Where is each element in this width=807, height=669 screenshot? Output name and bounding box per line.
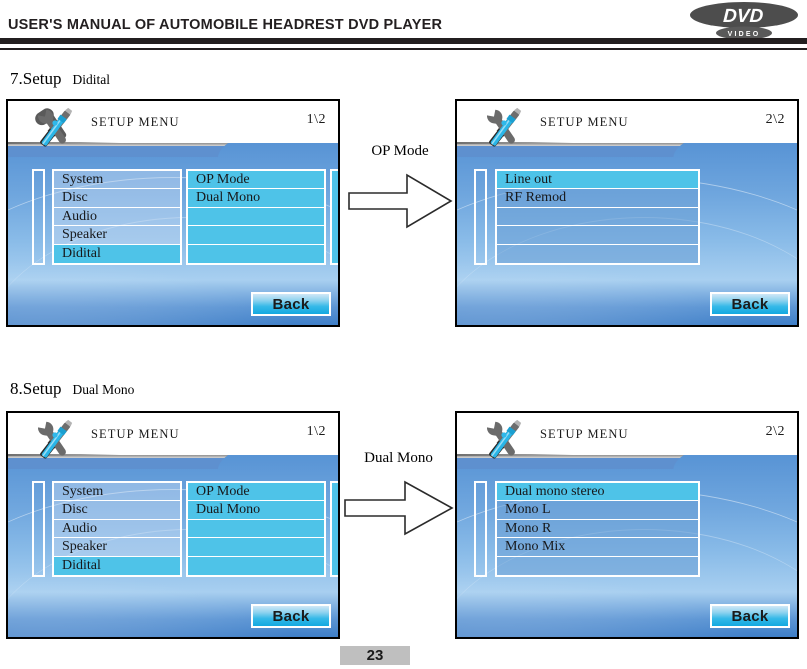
section-step-label: 7.Setup: [10, 69, 62, 88]
osd-swoosh: [457, 131, 797, 157]
list-item[interactable]: [188, 556, 324, 575]
list-item-selected[interactable]: Didital: [54, 556, 180, 575]
osd-page-indicator: 1\2: [306, 424, 326, 439]
tools-icon: [471, 416, 537, 464]
list-item[interactable]: Speaker: [54, 538, 180, 557]
osd-screen-dual-mono-options: SETUP MENU 2\2 Dual mono stereo Mono L M…: [455, 411, 799, 639]
menu-column-categories: System Disc Audio Speaker Didital: [52, 169, 182, 265]
back-button[interactable]: Back: [251, 604, 331, 628]
list-item[interactable]: Audio: [54, 519, 180, 539]
tools-icon: [471, 104, 537, 152]
scrollbar-left[interactable]: [32, 481, 45, 577]
flow-transition-op-mode: OP Mode: [345, 143, 455, 238]
section-step-label: 8.Setup: [10, 379, 62, 398]
menu-area: System Disc Audio Speaker Didital OP Mod…: [8, 481, 338, 601]
section-step-sub: Didital: [72, 72, 110, 87]
flow-label: Dual Mono: [364, 450, 433, 466]
osd-page-indicator: 2\2: [765, 424, 785, 439]
menu-area: System Disc Audio Speaker Didital OP Mod…: [8, 169, 338, 289]
menu-column-options: Line out RF Remod: [495, 169, 700, 265]
section-heading-7: 7.Setup Didital: [10, 69, 110, 89]
page-header: USER'S MANUAL OF AUTOMOBILE HEADREST DVD…: [0, 0, 807, 56]
tools-icon: [22, 416, 88, 464]
list-item-selected[interactable]: Line out: [497, 171, 698, 190]
list-item[interactable]: [497, 244, 698, 263]
osd-title: SETUP MENU: [540, 427, 629, 441]
dvd-video-logo: DVD VIDEO: [689, 1, 799, 41]
list-item[interactable]: Disc: [54, 501, 180, 520]
svg-text:VIDEO: VIDEO: [728, 31, 761, 38]
osd-page-indicator: 1\2: [306, 112, 326, 127]
osd-swoosh: [457, 443, 797, 469]
menu-column-options: OP Mode Dual Mono: [186, 169, 326, 265]
list-item-selected[interactable]: Didital: [54, 244, 180, 263]
page-title: USER'S MANUAL OF AUTOMOBILE HEADREST DVD…: [8, 17, 443, 33]
list-item[interactable]: System: [54, 483, 180, 502]
list-item[interactable]: Mono Mix: [497, 538, 698, 557]
back-button[interactable]: Back: [710, 292, 790, 316]
osd-swoosh-line: [8, 142, 338, 144]
list-item[interactable]: OP Mode: [188, 171, 324, 190]
osd-screen-setup-menu-page1-b: SETUP MENU 1\2 System Disc Audio Speaker…: [6, 411, 340, 639]
osd-swoosh-line: [457, 142, 797, 144]
header-rule-thick: [0, 38, 807, 44]
osd-screen-setup-menu-page1: SETUP MENU 1\2 System Disc Audio Speaker…: [6, 99, 340, 327]
scrollbar-left[interactable]: [32, 169, 45, 265]
scrollbar-right[interactable]: [330, 169, 338, 265]
osd-title: SETUP MENU: [540, 115, 629, 129]
scrollbar-right[interactable]: [330, 481, 338, 577]
list-item[interactable]: Speaker: [54, 226, 180, 245]
osd-swoosh-line: [457, 454, 797, 456]
list-item-selected[interactable]: Dual mono stereo: [497, 483, 698, 502]
list-item[interactable]: Audio: [54, 207, 180, 227]
list-item[interactable]: [188, 538, 324, 557]
list-item[interactable]: Mono R: [497, 519, 698, 539]
tools-icon: [22, 104, 88, 152]
osd-swoosh-line: [8, 454, 338, 456]
list-item[interactable]: [188, 519, 324, 539]
right-arrow-icon: [345, 169, 455, 233]
list-item[interactable]: System: [54, 171, 180, 190]
svg-text:DVD: DVD: [723, 6, 764, 27]
osd-screen-op-mode-options: SETUP MENU 2\2 Line out RF Remod Back: [455, 99, 799, 327]
page-number: 23: [340, 646, 410, 665]
header-rule-thin: [0, 48, 807, 50]
list-item[interactable]: [188, 207, 324, 227]
menu-column-options: Dual mono stereo Mono L Mono R Mono Mix: [495, 481, 700, 577]
list-item[interactable]: [497, 226, 698, 245]
menu-area: Dual mono stereo Mono L Mono R Mono Mix: [457, 481, 797, 601]
back-button[interactable]: Back: [251, 292, 331, 316]
scrollbar-left[interactable]: [474, 169, 487, 265]
list-item[interactable]: Mono L: [497, 501, 698, 520]
osd-title: SETUP MENU: [91, 427, 180, 441]
menu-column-categories: System Disc Audio Speaker Didital: [52, 481, 182, 577]
section-step-sub: Dual Mono: [72, 382, 135, 397]
osd-title: SETUP MENU: [91, 115, 180, 129]
right-arrow-icon: [341, 476, 456, 540]
list-item[interactable]: RF Remod: [497, 189, 698, 208]
menu-area: Line out RF Remod: [457, 169, 797, 289]
list-item[interactable]: OP Mode: [188, 483, 324, 502]
flow-transition-dual-mono: Dual Mono: [341, 450, 456, 550]
flow-label: OP Mode: [371, 143, 429, 159]
list-item[interactable]: [188, 244, 324, 263]
menu-column-options: OP Mode Dual Mono: [186, 481, 326, 577]
scrollbar-left[interactable]: [474, 481, 487, 577]
list-item[interactable]: [497, 207, 698, 227]
list-item[interactable]: Dual Mono: [188, 501, 324, 520]
osd-page-indicator: 2\2: [765, 112, 785, 127]
list-item[interactable]: [188, 226, 324, 245]
back-button[interactable]: Back: [710, 604, 790, 628]
list-item[interactable]: Dual Mono: [188, 189, 324, 208]
list-item[interactable]: [497, 556, 698, 575]
list-item[interactable]: Disc: [54, 189, 180, 208]
section-heading-8: 8.Setup Dual Mono: [10, 379, 134, 399]
